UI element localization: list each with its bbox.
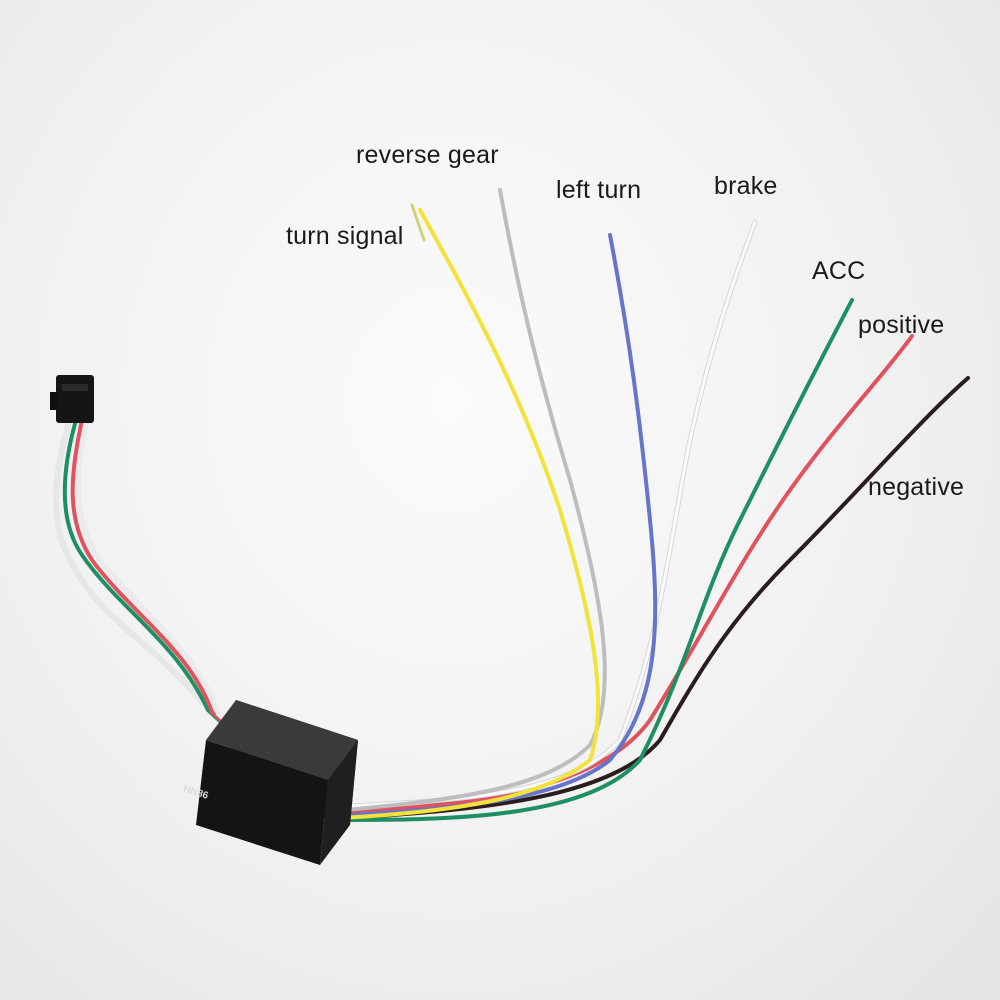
reverse-gear-label: reverse gear (356, 141, 499, 169)
brake-wire (347, 219, 758, 809)
acc-label: ACC (812, 257, 866, 285)
brake-label: brake (714, 172, 778, 200)
plug-connector (56, 375, 94, 423)
control-module (196, 700, 358, 865)
left-turn-wire (348, 233, 658, 817)
reverse-gear-wire (343, 188, 607, 812)
negative-label: negative (868, 473, 965, 501)
acc-wire (343, 298, 854, 822)
negative-wire (348, 376, 970, 820)
wire-bundle (338, 188, 970, 822)
connector-harness (50, 375, 238, 733)
positive-wire (348, 334, 914, 814)
left-turn-label: left turn (556, 176, 642, 204)
turn-signal-wire (338, 208, 601, 820)
turn-signal-label: turn signal (286, 222, 404, 250)
positive-label: positive (858, 311, 945, 339)
